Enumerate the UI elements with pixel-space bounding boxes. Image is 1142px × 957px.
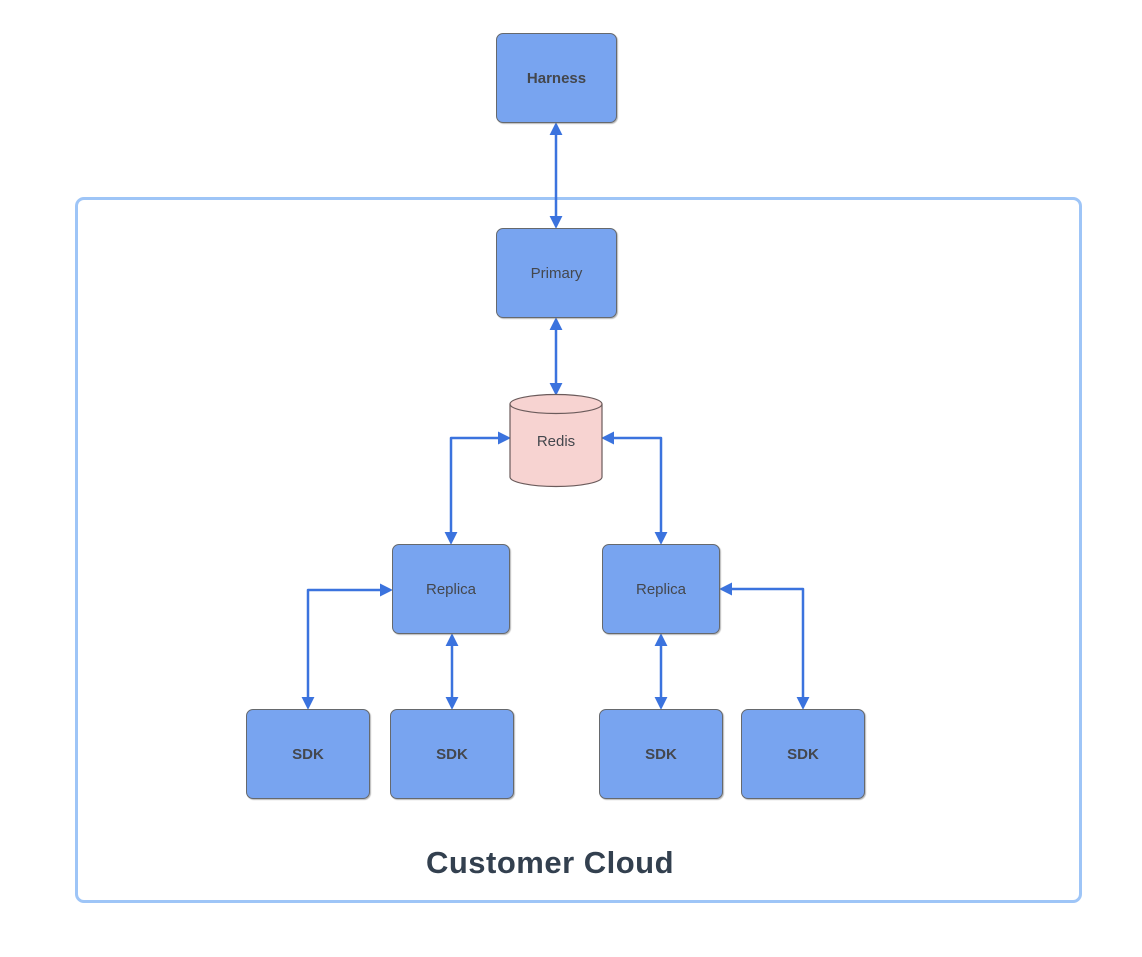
node-replica-left: Replica <box>392 544 510 634</box>
node-sdk-4-label: SDK <box>787 745 819 763</box>
node-sdk-3: SDK <box>599 709 723 799</box>
node-redis-label: Redis <box>536 432 576 450</box>
node-replica-right-label: Replica <box>635 580 687 598</box>
node-harness: Harness <box>496 33 617 123</box>
node-sdk-1: SDK <box>246 709 370 799</box>
node-sdk-2: SDK <box>390 709 514 799</box>
node-sdk-2-label: SDK <box>436 745 468 763</box>
customer-cloud-caption: Customer Cloud <box>425 845 675 880</box>
node-replica-right: Replica <box>602 544 720 634</box>
node-replica-left-label: Replica <box>425 580 477 598</box>
node-sdk-3-label: SDK <box>645 745 677 763</box>
customer-cloud-container <box>75 197 1082 903</box>
node-harness-label: Harness <box>526 69 587 87</box>
node-primary-label: Primary <box>530 264 583 282</box>
node-sdk-1-label: SDK <box>292 745 324 763</box>
node-sdk-4: SDK <box>741 709 865 799</box>
node-primary: Primary <box>496 228 617 318</box>
